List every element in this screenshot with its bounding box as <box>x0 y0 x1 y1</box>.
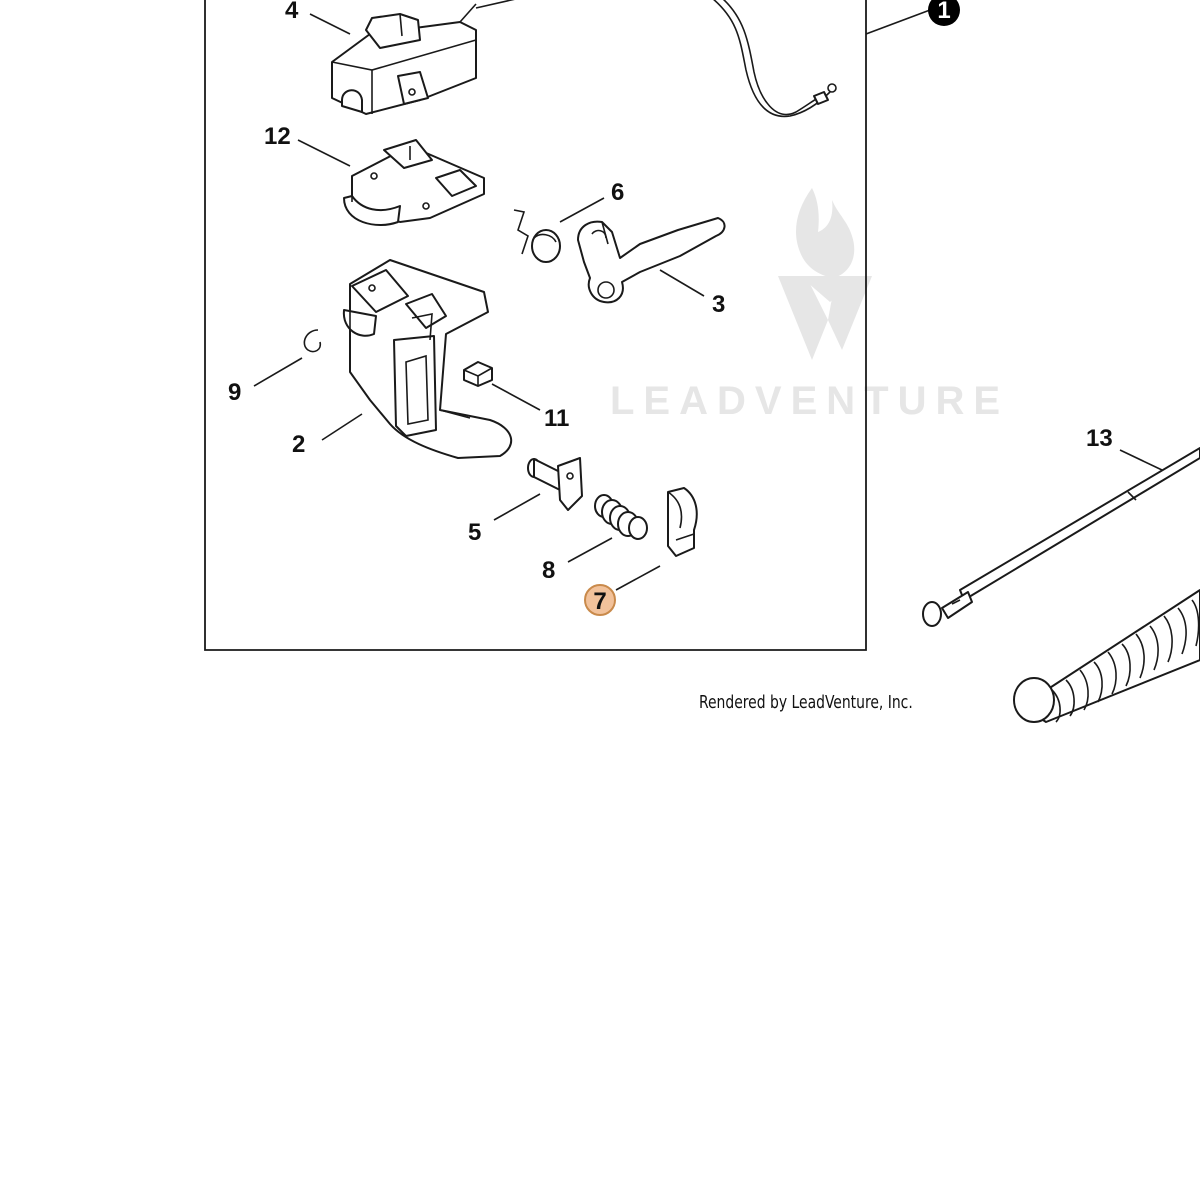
callout-1-section-marker[interactable]: 1 <box>928 0 960 26</box>
callout-11[interactable]: 11 <box>544 405 569 432</box>
callout-3[interactable]: 3 <box>712 291 725 318</box>
watermark-text: LEADVENTURE <box>610 379 1009 423</box>
callout-12[interactable]: 12 <box>264 123 291 150</box>
render-credit: Rendered by LeadVenture, Inc. <box>699 692 913 713</box>
leadventure-watermark-logo <box>778 188 872 360</box>
leader-lines <box>253 9 1163 591</box>
callout-7[interactable]: 7 <box>593 588 606 615</box>
part-11-nut <box>463 361 493 387</box>
part-12-clamp <box>343 139 485 226</box>
part-1-wire-harness <box>712 0 837 118</box>
callout-7-highlight[interactable]: 7 <box>584 584 616 616</box>
callout-6[interactable]: 6 <box>611 179 624 206</box>
callout-4[interactable]: 4 <box>285 0 299 24</box>
callout-9[interactable]: 9 <box>228 379 241 406</box>
part-5-pin <box>527 457 583 511</box>
callout-8[interactable]: 8 <box>542 557 555 584</box>
part-3-lever <box>577 217 726 304</box>
part-4-switch-housing <box>331 0 515 115</box>
callout-1[interactable]: 1 <box>937 0 950 24</box>
part-6-spring-button <box>513 209 561 263</box>
part-9-e-clip <box>303 329 322 353</box>
part-7-cap <box>667 487 698 557</box>
part-13-cable <box>922 447 1200 627</box>
part-13-throttle-grip <box>1013 589 1200 723</box>
callout-5[interactable]: 5 <box>468 519 481 546</box>
part-2-main-housing <box>342 259 513 459</box>
callout-13[interactable]: 13 <box>1086 425 1113 452</box>
part-8-spring <box>594 494 648 540</box>
diagram-frame <box>204 0 867 651</box>
callout-2[interactable]: 2 <box>292 431 305 458</box>
